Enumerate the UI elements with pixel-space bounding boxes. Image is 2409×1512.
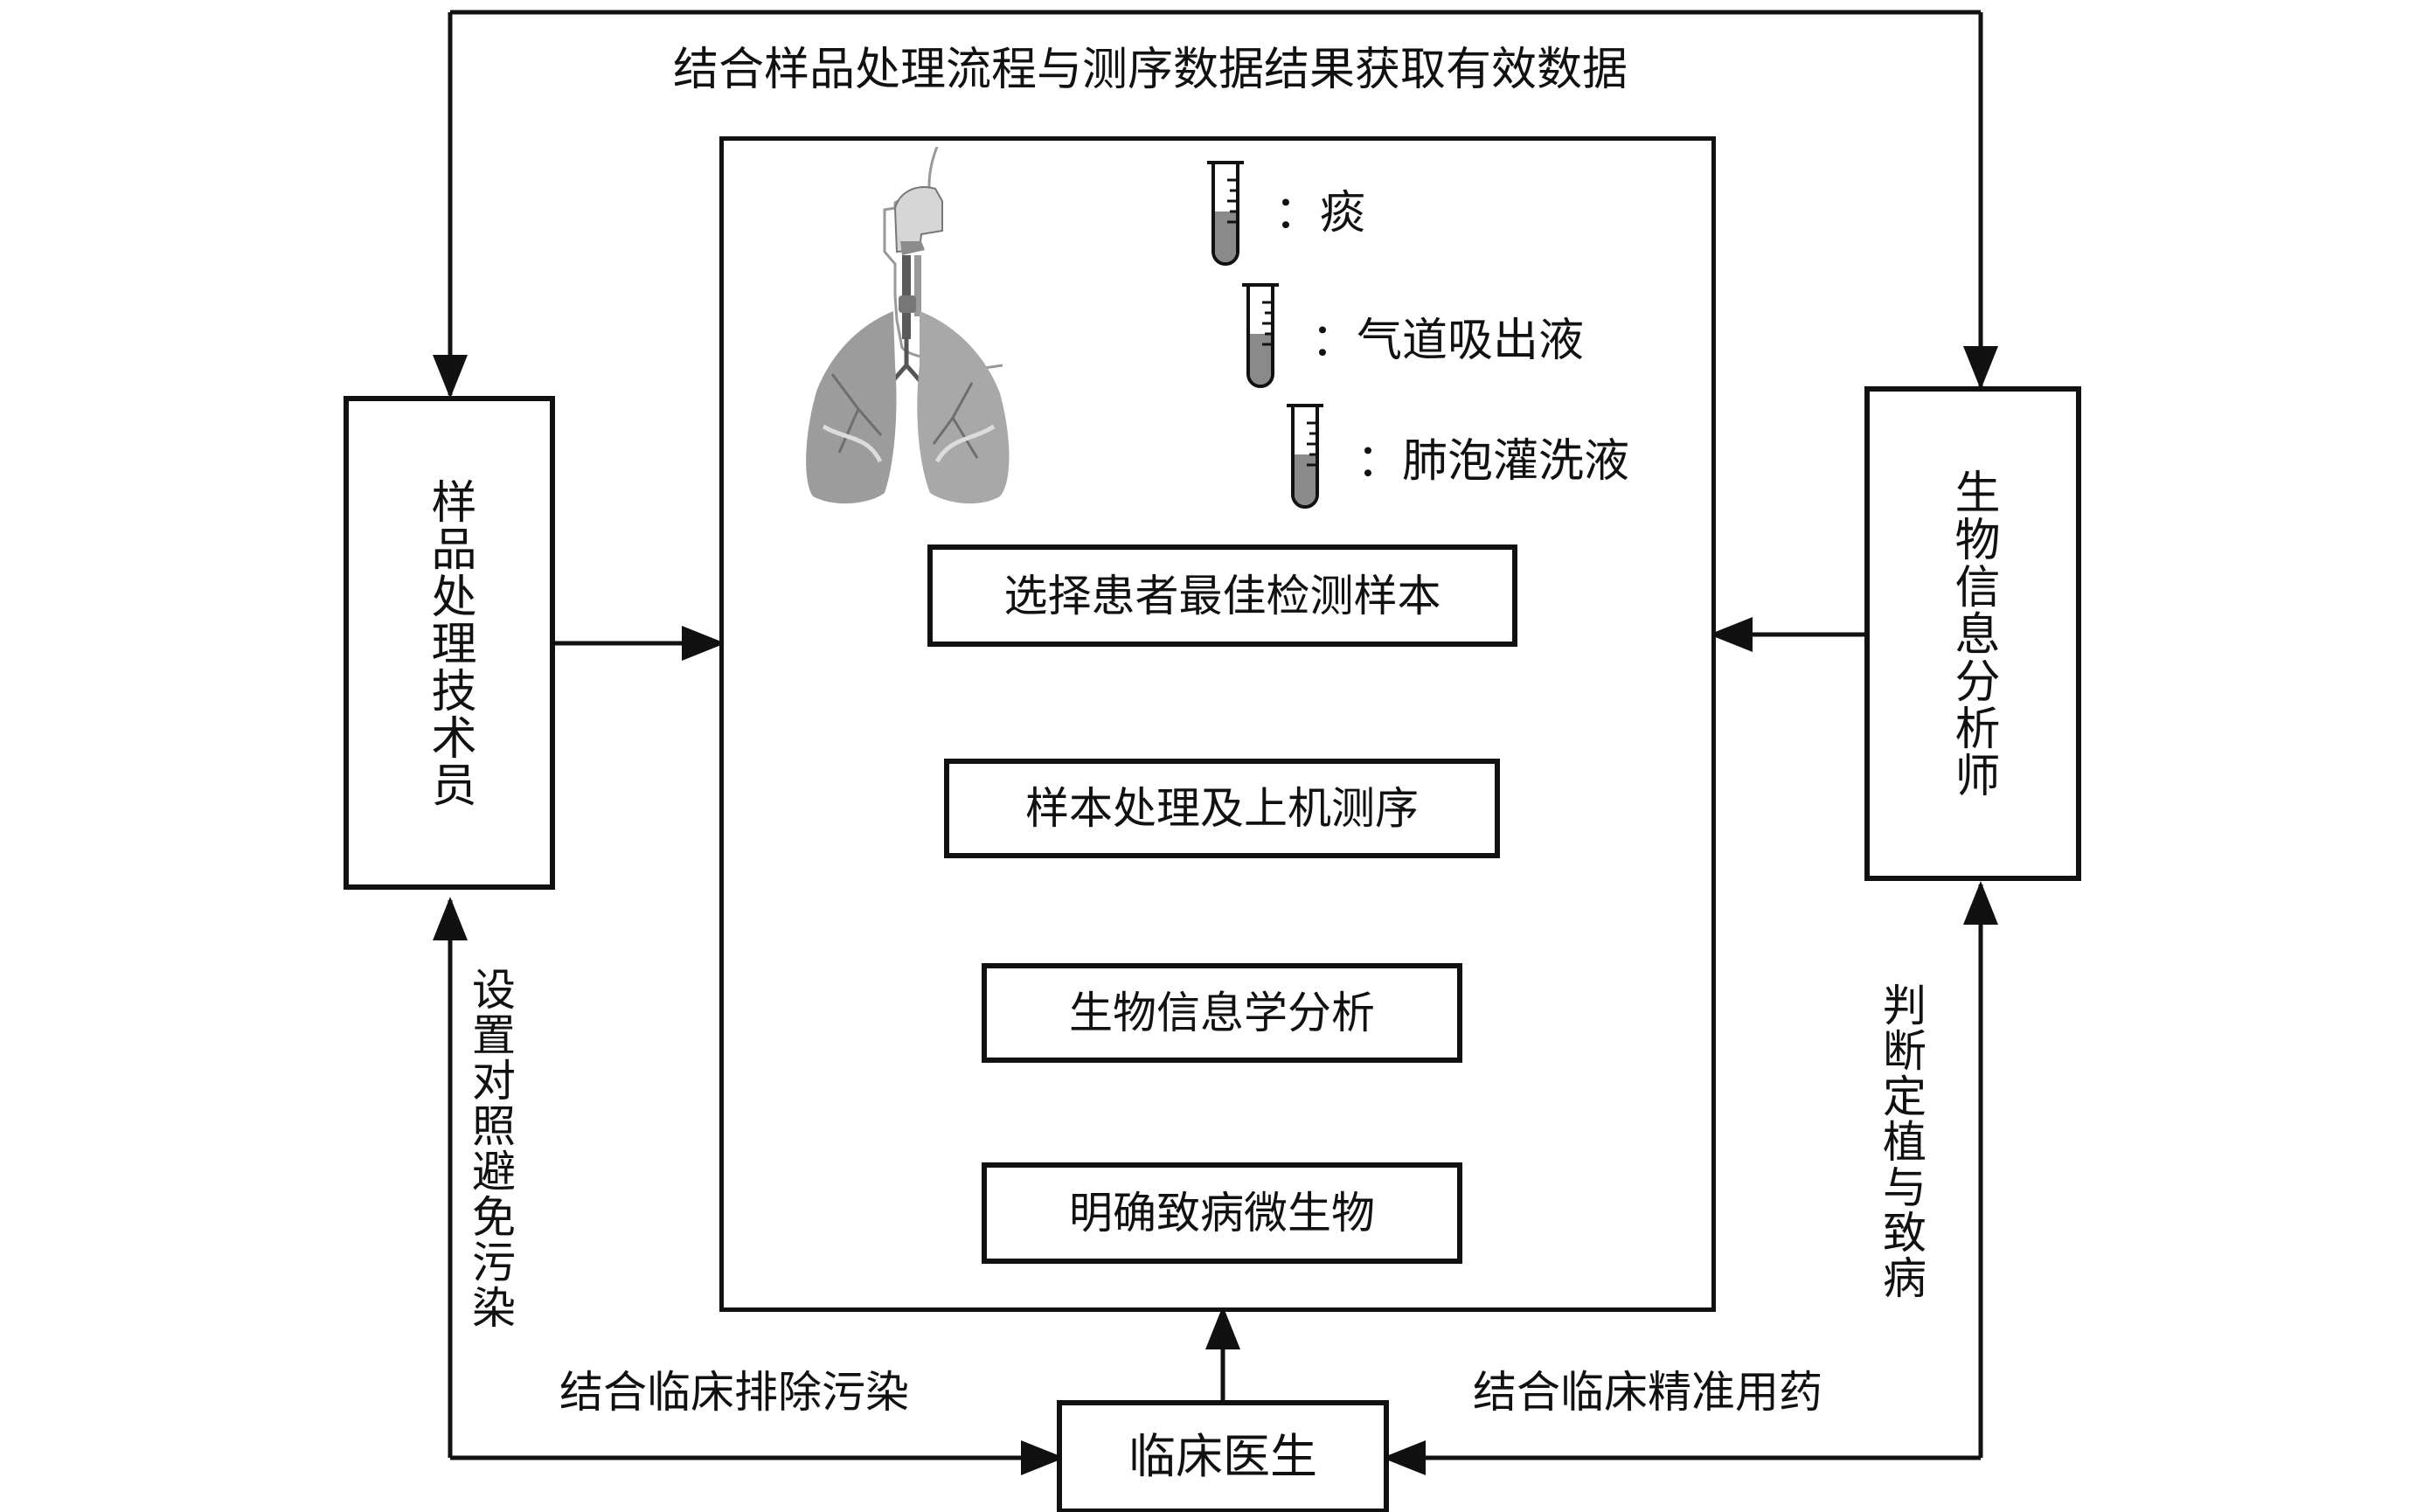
role-clinician: 临床医生 [1057,1400,1389,1512]
step-identify-pathogen: 明确致病微生物 [982,1162,1462,1264]
label-exclude-contamination-clinically: 结合临床排除污染 [559,1367,909,1418]
sample-colon: ： [1311,315,1357,367]
sample-colon: ： [1274,187,1321,239]
sample-tube-icon [1287,404,1323,509]
sample-name: 肺泡灌洗液 [1402,435,1630,488]
top-feedback-label: 结合样品处理流程与测序数据结果获取有效数据 [673,44,1628,96]
step-bioinformatics-analysis: 生物信息学分析 [982,963,1462,1063]
step-select-best-sample: 选择患者最佳检测样本 [927,544,1517,647]
respiratory-tract-lungs-icon [806,147,1010,504]
role-sample-technician: 样品处理技术员 [344,396,555,890]
label-precision-medication-clinically: 结合临床精准用药 [1473,1367,1822,1418]
sample-name: 气道吸出液 [1357,315,1585,367]
sample-tube-icon [1242,283,1279,388]
sample-label-airway-aspirate: ：气道吸出液 [1311,318,1584,364]
sample-tube-icon [1207,161,1244,266]
sample-colon: ： [1357,435,1403,488]
sample-label-bal-fluid: ：肺泡灌洗液 [1357,439,1629,484]
label-set-controls-avoid-contamination: 设置对照避免污染 [465,967,516,1330]
sample-name: 痰 [1320,187,1366,239]
sample-label-sputum: ：痰 [1274,191,1365,236]
label-distinguish-colonization-infection: 判断定植与致病 [1876,982,1927,1300]
role-bioinformatician: 生物信息分析师 [1864,386,2081,881]
step-sample-processing-sequencing: 样本处理及上机测序 [944,759,1500,858]
